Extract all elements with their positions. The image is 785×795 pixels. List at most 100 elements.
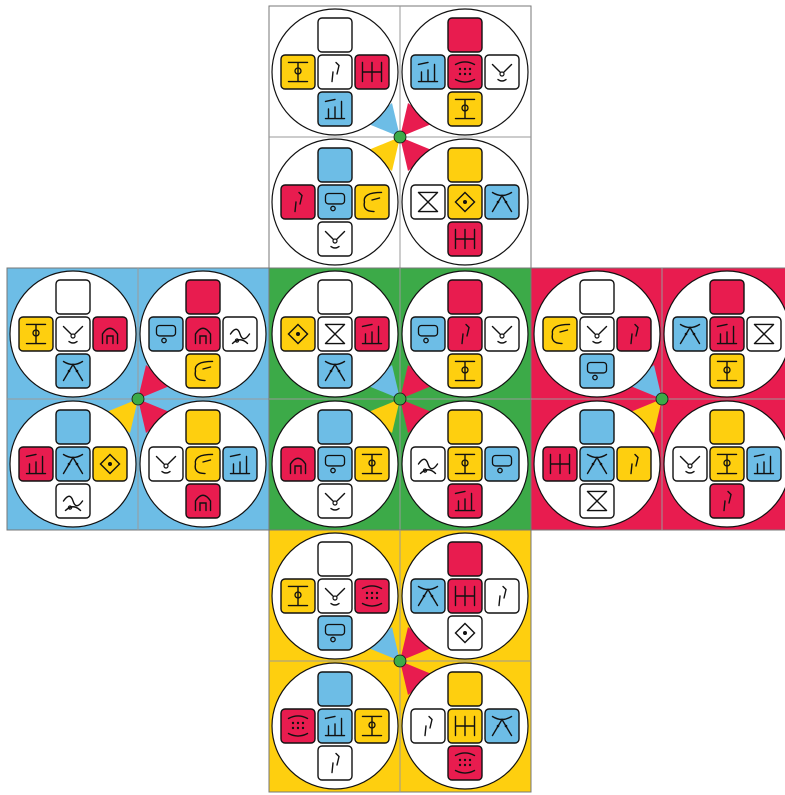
glyph-disc bbox=[272, 401, 398, 527]
tile-top bbox=[318, 672, 352, 706]
tile-center bbox=[710, 317, 744, 351]
tile-left bbox=[19, 317, 53, 351]
tile-top bbox=[318, 280, 352, 314]
glyph-disc bbox=[402, 533, 528, 659]
face-front bbox=[269, 268, 531, 530]
tile-top bbox=[448, 280, 482, 314]
tile-center bbox=[318, 185, 352, 219]
tile-left bbox=[543, 317, 577, 351]
tile-bottom bbox=[580, 484, 614, 518]
tile-top bbox=[448, 148, 482, 182]
tile-bottom bbox=[448, 616, 482, 650]
tile-center bbox=[448, 709, 482, 743]
tile-top bbox=[56, 410, 90, 444]
glyph-disc bbox=[664, 401, 785, 527]
tile-top bbox=[448, 410, 482, 444]
tile-bottom bbox=[318, 354, 352, 388]
glyph-disc bbox=[140, 401, 266, 527]
tile-bottom bbox=[318, 746, 352, 780]
tile-left bbox=[411, 447, 445, 481]
tile-right bbox=[223, 447, 257, 481]
tile-left bbox=[411, 579, 445, 613]
tile-center bbox=[580, 447, 614, 481]
tile-center bbox=[56, 317, 90, 351]
tile-top bbox=[318, 542, 352, 576]
tile-right bbox=[355, 709, 389, 743]
tile-top bbox=[318, 148, 352, 182]
glyph-disc bbox=[534, 271, 660, 397]
tile-center bbox=[448, 317, 482, 351]
tile-center bbox=[448, 447, 482, 481]
hub-dot bbox=[656, 393, 668, 405]
tile-center bbox=[186, 447, 220, 481]
tile-bottom bbox=[318, 92, 352, 126]
tile-center bbox=[448, 185, 482, 219]
tile-top bbox=[710, 410, 744, 444]
tile-right bbox=[485, 317, 519, 351]
tile-top bbox=[448, 672, 482, 706]
tile-bottom bbox=[318, 616, 352, 650]
tile-right bbox=[485, 447, 519, 481]
tile-right bbox=[485, 579, 519, 613]
tile-top bbox=[186, 280, 220, 314]
tile-bottom bbox=[318, 222, 352, 256]
face-top bbox=[269, 6, 531, 268]
glyph-disc bbox=[402, 139, 528, 265]
tile-top bbox=[186, 410, 220, 444]
tile-left bbox=[543, 447, 577, 481]
tile-top bbox=[318, 410, 352, 444]
tile-left bbox=[411, 185, 445, 219]
tile-top bbox=[56, 280, 90, 314]
tile-center bbox=[318, 579, 352, 613]
tile-left bbox=[281, 55, 315, 89]
glyph-disc bbox=[402, 401, 528, 527]
tile-top bbox=[448, 18, 482, 52]
glyph-disc bbox=[272, 533, 398, 659]
glyph-disc bbox=[402, 271, 528, 397]
tile-right bbox=[355, 317, 389, 351]
tile-left bbox=[149, 447, 183, 481]
tile-center bbox=[710, 447, 744, 481]
glyph-disc bbox=[140, 271, 266, 397]
tile-right bbox=[355, 185, 389, 219]
tile-top bbox=[448, 542, 482, 576]
glyph-disc bbox=[272, 9, 398, 135]
tile-bottom bbox=[318, 484, 352, 518]
tile-bottom bbox=[186, 354, 220, 388]
face-right bbox=[531, 268, 785, 530]
glyph-disc bbox=[10, 401, 136, 527]
tile-bottom bbox=[56, 354, 90, 388]
glyph-disc bbox=[534, 401, 660, 527]
tile-right bbox=[223, 317, 257, 351]
tile-center bbox=[318, 55, 352, 89]
tile-left bbox=[673, 317, 707, 351]
tile-left bbox=[281, 709, 315, 743]
tile-right bbox=[355, 447, 389, 481]
glyph-disc bbox=[664, 271, 785, 397]
glyph-disc bbox=[272, 271, 398, 397]
face-bottom bbox=[269, 530, 531, 792]
tile-top bbox=[580, 410, 614, 444]
tile-bottom bbox=[448, 484, 482, 518]
tile-bottom bbox=[710, 484, 744, 518]
tile-right bbox=[617, 317, 651, 351]
glyph-disc bbox=[402, 9, 528, 135]
hub-dot bbox=[394, 393, 406, 405]
tile-right bbox=[617, 447, 651, 481]
tile-bottom bbox=[448, 222, 482, 256]
tile-left bbox=[149, 317, 183, 351]
tile-left bbox=[281, 185, 315, 219]
glyph-disc bbox=[272, 663, 398, 789]
glyph-disc bbox=[272, 139, 398, 265]
tile-bottom bbox=[448, 92, 482, 126]
tile-bottom bbox=[580, 354, 614, 388]
tile-left bbox=[19, 447, 53, 481]
hub-dot bbox=[132, 393, 144, 405]
tile-right bbox=[93, 447, 127, 481]
tile-left bbox=[411, 317, 445, 351]
tile-right bbox=[485, 709, 519, 743]
tile-right bbox=[747, 447, 781, 481]
tile-center bbox=[318, 709, 352, 743]
glyph-disc bbox=[10, 271, 136, 397]
